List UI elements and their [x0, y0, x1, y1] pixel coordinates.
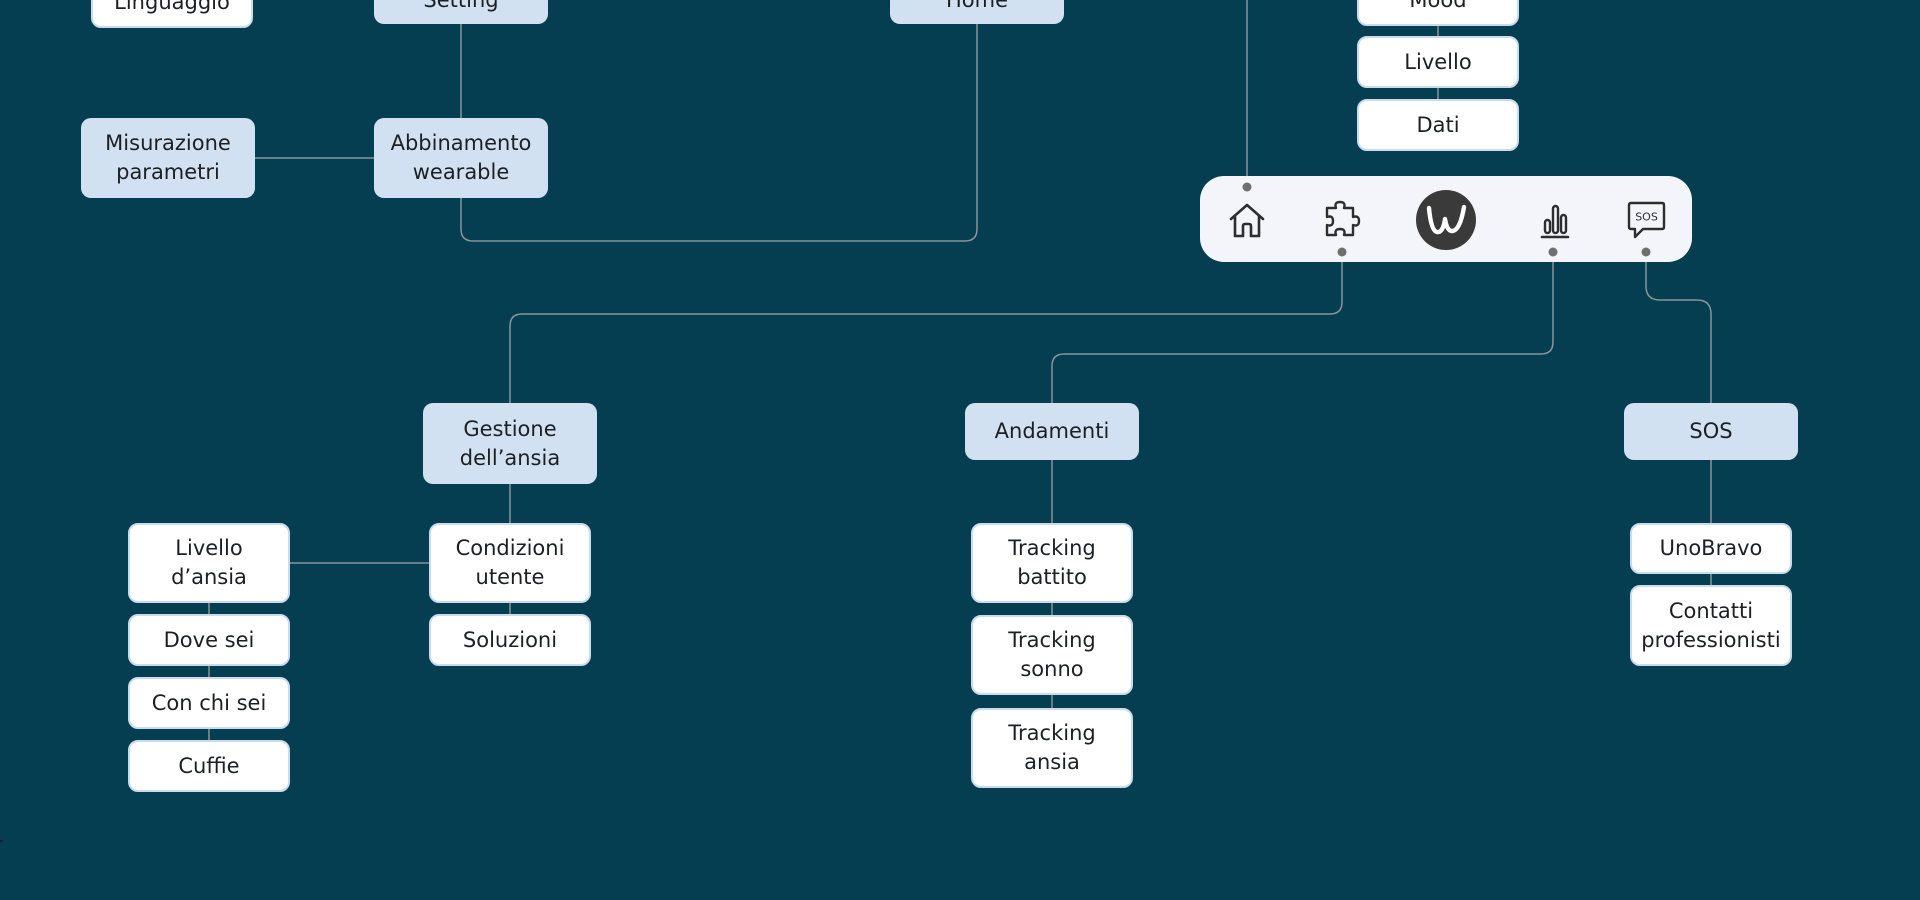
edge-mark [0, 839, 3, 843]
home-icon[interactable] [1227, 200, 1267, 240]
con-chi-sei-node[interactable]: Con chi sei [128, 677, 290, 729]
tracking-battito-node[interactable]: Tracking battito [971, 523, 1133, 603]
connector-nav-andamenti [1051, 252, 1554, 403]
dove-sei-node[interactable]: Dove sei [128, 614, 290, 666]
livello-ansia-node[interactable]: Livello d’ansia [128, 523, 290, 603]
soluzioni-node[interactable]: Soluzioni [429, 614, 591, 666]
dati-node[interactable]: Dati [1357, 99, 1519, 151]
misurazione-parametri-node[interactable]: Misurazione parametri [81, 118, 255, 198]
contatti-professionisti-node[interactable]: Contatti professionisti [1630, 585, 1792, 666]
dot-chart [1548, 247, 1558, 257]
puzzle-icon[interactable] [1321, 200, 1361, 240]
cuffie-node[interactable]: Cuffie [128, 740, 290, 792]
connector-nav-gestione [509, 252, 1343, 403]
livello-node[interactable]: Livello [1357, 36, 1519, 88]
connector-abbinamento-home [460, 24, 978, 242]
bar-chart-icon[interactable] [1535, 200, 1575, 240]
mood-node[interactable]: Mood [1357, 0, 1519, 26]
tracking-ansia-node[interactable]: Tracking ansia [971, 708, 1133, 788]
bottom-navigation-bar: SOS [1200, 176, 1692, 262]
dot-home [1242, 182, 1252, 192]
gestione-ansia-node[interactable]: Gestione dell’ansia [423, 403, 597, 484]
tracking-sonno-node[interactable]: Tracking sonno [971, 615, 1133, 695]
home-node[interactable]: Home [890, 0, 1064, 24]
unobravo-node[interactable]: UnoBravo [1630, 523, 1792, 574]
dot-sos [1641, 247, 1651, 257]
dot-puzzle [1337, 247, 1347, 257]
sos-icon-text: SOS [1635, 211, 1658, 224]
andamenti-node[interactable]: Andamenti [965, 403, 1139, 460]
connector-nav-sos [1645, 252, 1712, 403]
sos-node[interactable]: SOS [1624, 403, 1798, 460]
condizioni-utente-node[interactable]: Condizioni utente [429, 523, 591, 603]
logo-icon[interactable] [1415, 189, 1477, 251]
sos-chat-icon[interactable]: SOS [1626, 200, 1668, 242]
abbinamento-wearable-node[interactable]: Abbinamento wearable [374, 118, 548, 198]
setting-node[interactable]: Setting [374, 0, 548, 24]
linguaggio-node[interactable]: Linguaggio [91, 0, 253, 28]
